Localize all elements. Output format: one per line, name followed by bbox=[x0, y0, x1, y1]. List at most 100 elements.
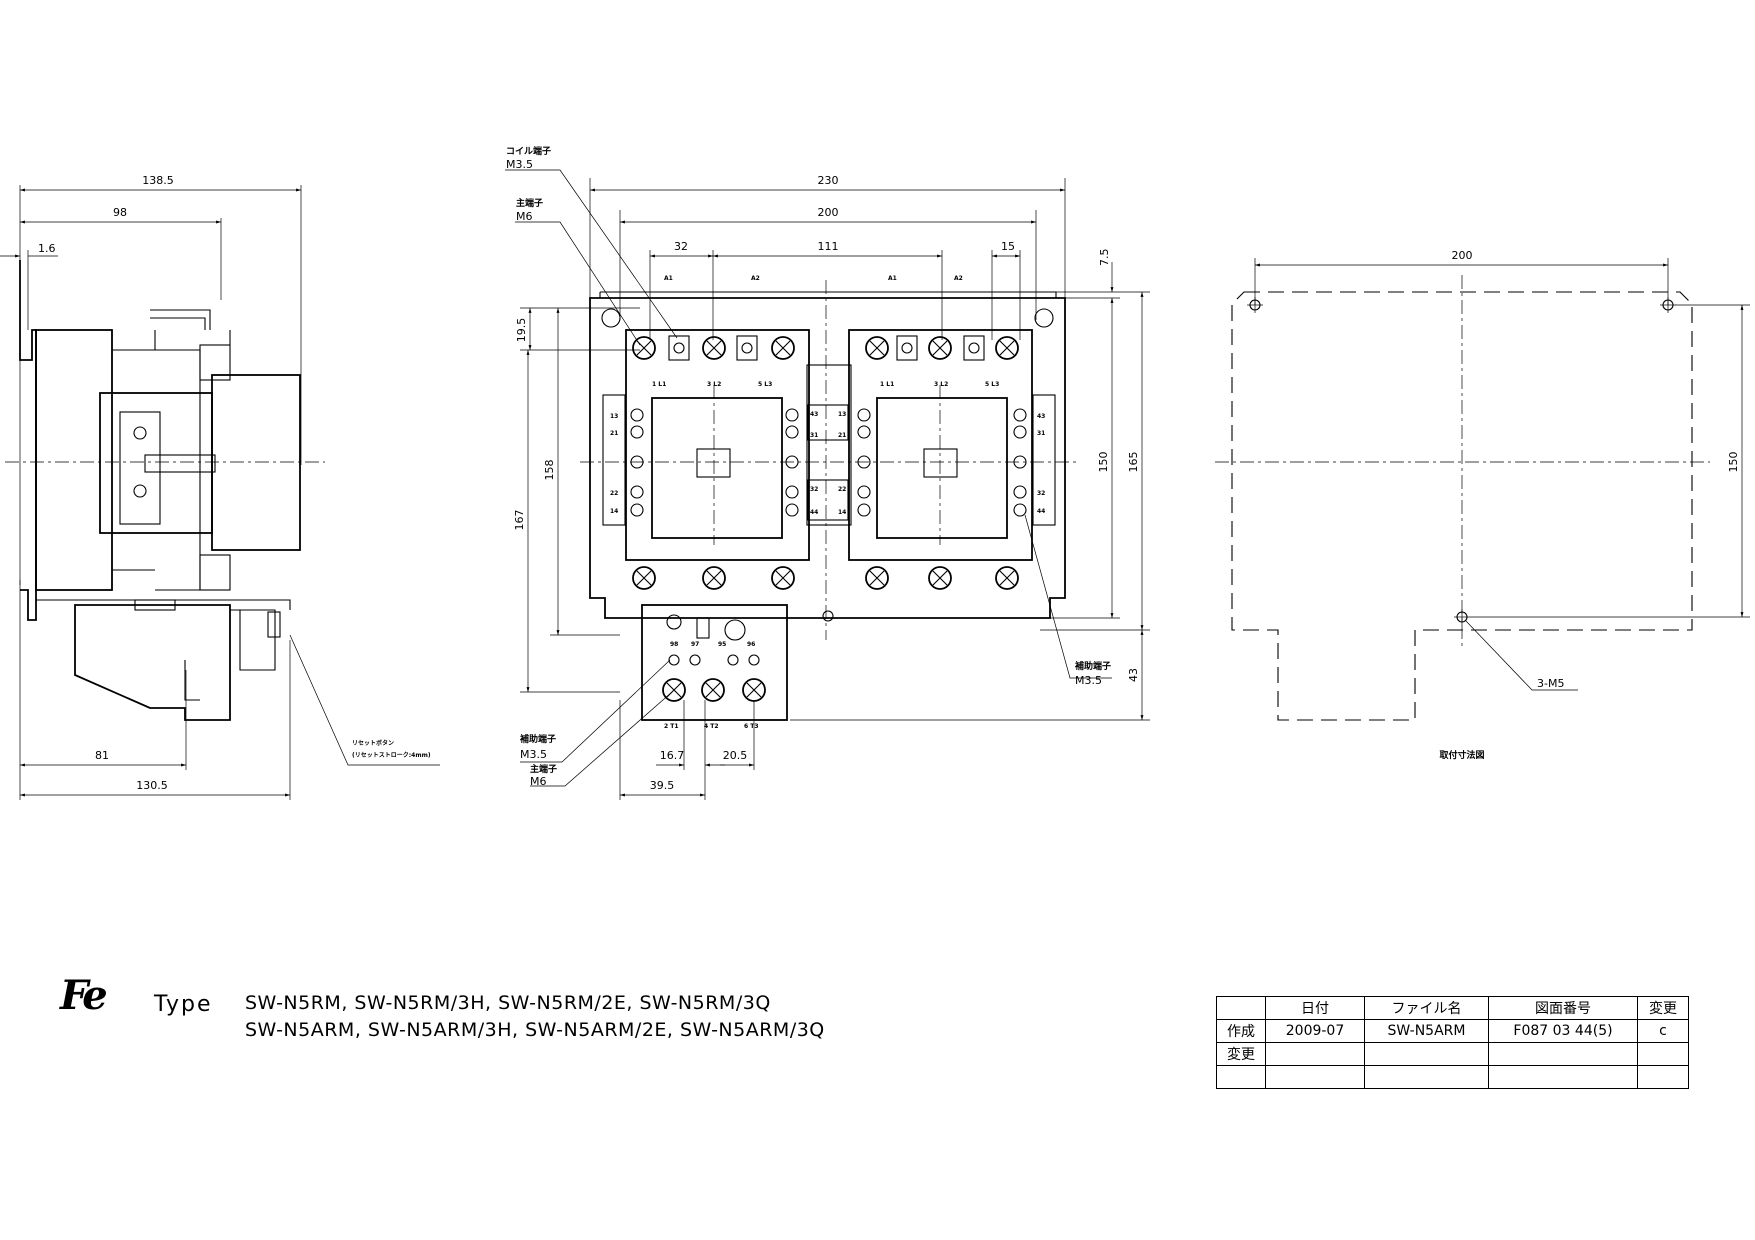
term-14: 14 bbox=[610, 508, 618, 515]
term-21: 21 bbox=[610, 430, 618, 437]
dim-front-15: 15 bbox=[1001, 240, 1015, 253]
dim-side-98: 98 bbox=[113, 206, 127, 219]
row-created-file: SW-N5ARM bbox=[1364, 1019, 1489, 1043]
term-l3-left: 5 L3 bbox=[758, 381, 772, 388]
header-revision: 変更 bbox=[1637, 996, 1689, 1020]
term-44-mid: 44 bbox=[810, 509, 818, 516]
callout-aux-terminal-right: 補助端子 bbox=[1074, 660, 1111, 672]
term-l3-right: 5 L3 bbox=[985, 381, 999, 388]
models-line-2: SW-N5ARM, SW-N5ARM/3H, SW-N5ARM/2E, SW-N… bbox=[245, 1019, 825, 1041]
dim-side-81: 81 bbox=[95, 749, 109, 762]
title-block-row-changed: 変更 bbox=[1216, 1042, 1689, 1066]
title-block-row-empty bbox=[1216, 1065, 1689, 1089]
row-changed-cell bbox=[1488, 1042, 1638, 1066]
dim-side-130.5: 130.5 bbox=[136, 779, 168, 792]
header-file: ファイル名 bbox=[1364, 996, 1489, 1020]
callout-main-terminal-bottom: 主端子 bbox=[530, 763, 557, 775]
reset-stroke-label: (リセットストローク:4mm) bbox=[352, 751, 431, 759]
term-97: 97 bbox=[691, 641, 699, 648]
aux-screws bbox=[630, 404, 1027, 521]
row-created-label: 作成 bbox=[1216, 1019, 1266, 1043]
dim-front-150: 150 bbox=[1097, 452, 1110, 473]
row-created-drawing-no: F087 03 44(5) bbox=[1488, 1019, 1638, 1043]
mounting-view: 200 150 3-M5 取付寸法図 bbox=[1215, 249, 1750, 761]
row-created-revision: c bbox=[1637, 1019, 1689, 1043]
term-a2-right: A2 bbox=[954, 275, 963, 282]
dim-front-32: 32 bbox=[674, 240, 688, 253]
bottom-screws bbox=[632, 566, 1019, 590]
callout-coil-terminal: コイル端子 bbox=[506, 145, 551, 157]
side-view: 138.5 98 1.6 81 130.5 リセットボタン bbox=[0, 174, 440, 800]
title-block: 日付 ファイル名 図面番号 変更 作成 2009-07 SW-N5ARM F08… bbox=[1216, 996, 1689, 1089]
callout-main-terminal-size: M6 bbox=[516, 210, 533, 223]
header-drawing-no: 図面番号 bbox=[1488, 996, 1638, 1020]
row-changed-cell bbox=[1265, 1042, 1365, 1066]
empty-cell bbox=[1488, 1065, 1638, 1089]
title-block-header: 日付 ファイル名 図面番号 変更 bbox=[1216, 996, 1689, 1020]
term-13-mid: 13 bbox=[838, 411, 846, 418]
row-changed-cell bbox=[1637, 1042, 1689, 1066]
term-l1-right: 1 L1 bbox=[880, 381, 894, 388]
top-screws bbox=[632, 335, 1019, 361]
dim-front-7.5: 7.5 bbox=[1098, 249, 1111, 267]
term-43-mid: 43 bbox=[810, 411, 818, 418]
term-31: 31 bbox=[1037, 430, 1045, 437]
term-l2-left: 3 L2 bbox=[707, 381, 721, 388]
term-13: 13 bbox=[610, 413, 618, 420]
dim-front-200: 200 bbox=[818, 206, 839, 219]
term-32: 32 bbox=[1037, 490, 1045, 497]
dim-front-16.7: 16.7 bbox=[660, 749, 685, 762]
term-32-mid: 32 bbox=[810, 486, 818, 493]
row-changed-cell bbox=[1364, 1042, 1489, 1066]
title-block-corner bbox=[1216, 996, 1266, 1020]
dim-front-165: 165 bbox=[1127, 452, 1140, 473]
term-14-mid: 14 bbox=[838, 509, 846, 516]
type-label: Type bbox=[154, 992, 213, 1017]
header-date: 日付 bbox=[1265, 996, 1365, 1020]
dim-front-111: 111 bbox=[818, 240, 839, 253]
dim-front-167: 167 bbox=[513, 510, 526, 531]
empty-cell bbox=[1364, 1065, 1489, 1089]
term-95: 95 bbox=[718, 641, 726, 648]
term-a1-right: A1 bbox=[888, 275, 897, 282]
dim-front-19.5: 19.5 bbox=[515, 318, 528, 343]
dim-front-230: 230 bbox=[818, 174, 839, 187]
term-31-mid: 31 bbox=[810, 432, 818, 439]
term-t3: 6 T3 bbox=[744, 723, 759, 730]
empty-cell bbox=[1265, 1065, 1365, 1089]
callout-main-terminal: 主端子 bbox=[516, 197, 543, 209]
title-block-row-created: 作成 2009-07 SW-N5ARM F087 03 44(5) c bbox=[1216, 1019, 1689, 1043]
fuji-logo: Fe bbox=[60, 972, 108, 1019]
front-view: 230 200 32 111 15 7.5 150 165 43 19.5 15… bbox=[505, 145, 1150, 800]
term-22: 22 bbox=[610, 490, 618, 497]
dim-mount-150: 150 bbox=[1727, 452, 1740, 473]
callout-aux-terminal: 補助端子 bbox=[519, 733, 556, 745]
dim-front-20.5: 20.5 bbox=[723, 749, 748, 762]
callout-main-terminal-bottom-size: M6 bbox=[530, 775, 547, 788]
dim-front-158: 158 bbox=[543, 460, 556, 481]
models-line-1: SW-N5RM, SW-N5RM/3H, SW-N5RM/2E, SW-N5RM… bbox=[245, 992, 771, 1014]
model-list: SW-N5RM, SW-N5RM/3H, SW-N5RM/2E, SW-N5RM… bbox=[245, 990, 825, 1044]
term-21-mid: 21 bbox=[838, 432, 846, 439]
dim-front-43: 43 bbox=[1127, 668, 1140, 682]
dim-side-1.6: 1.6 bbox=[38, 242, 56, 255]
empty-cell bbox=[1216, 1065, 1266, 1089]
term-t2: 4 T2 bbox=[704, 723, 719, 730]
callout-aux-terminal-size: M3.5 bbox=[520, 748, 547, 761]
term-43: 43 bbox=[1037, 413, 1045, 420]
term-l2-right: 3 L2 bbox=[934, 381, 948, 388]
dim-mount-200: 200 bbox=[1452, 249, 1473, 262]
term-98: 98 bbox=[670, 641, 678, 648]
term-l1-left: 1 L1 bbox=[652, 381, 666, 388]
mounting-caption: 取付寸法図 bbox=[1439, 749, 1484, 761]
term-a2-left: A2 bbox=[751, 275, 760, 282]
dim-side-width: 138.5 bbox=[142, 174, 174, 187]
term-96: 96 bbox=[747, 641, 755, 648]
reset-button-label: リセットボタン bbox=[352, 739, 394, 747]
dim-front-39.5: 39.5 bbox=[650, 779, 675, 792]
row-created-date: 2009-07 bbox=[1265, 1019, 1365, 1043]
term-a1-left: A1 bbox=[664, 275, 673, 282]
row-changed-label: 変更 bbox=[1216, 1042, 1266, 1066]
hole-label: 3-M5 bbox=[1537, 677, 1564, 690]
